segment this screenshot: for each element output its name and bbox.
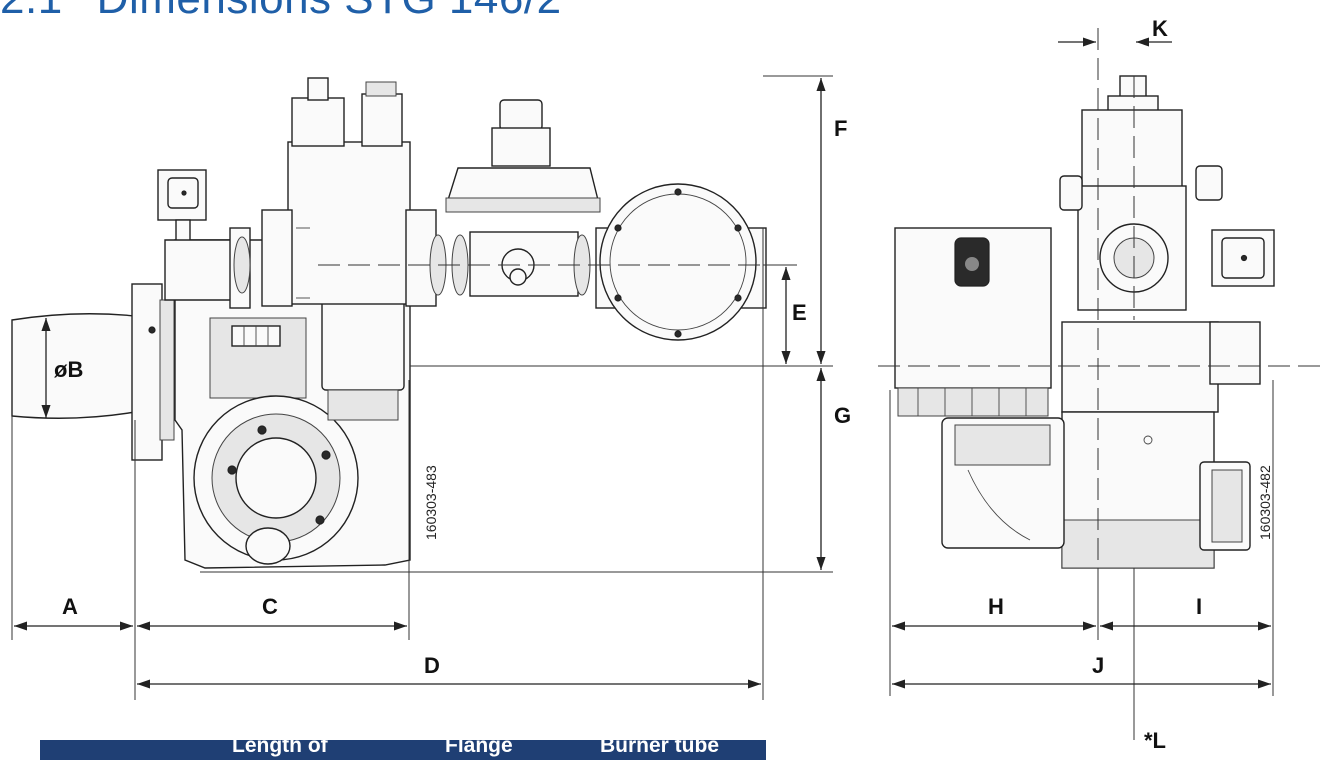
table-header-cell-4: Burner tube (600, 734, 720, 757)
table-header-cell-2: Length of (232, 734, 328, 757)
gas-filter (595, 183, 767, 341)
gas-multibloc (261, 77, 437, 307)
drawing-code-front: 160303-482 (1257, 465, 1273, 540)
label-J: J (1092, 653, 1104, 678)
mounting-flange (131, 283, 163, 461)
solenoid-coil-right (1211, 229, 1275, 287)
label-E: E (792, 300, 807, 325)
label-C: C (262, 594, 278, 619)
section-number: 2.1 (0, 0, 63, 23)
table-header-cell-3: Flange (445, 734, 513, 757)
gas-governor (445, 99, 601, 297)
label-K: K (1152, 16, 1168, 41)
label-H: H (988, 594, 1004, 619)
dimension-table-header: Length of Flange Burner tube (40, 734, 766, 760)
front-view: H I J K *L 160303-482 (878, 16, 1328, 753)
page-title: 2.1 Dimensions STG 146/2 (0, 0, 562, 24)
solenoid-coil-left (157, 169, 241, 301)
section-title: Dimensions STG 146/2 (97, 0, 562, 23)
label-F: F (834, 116, 847, 141)
label-G: G (834, 403, 851, 428)
side-view: A øB C D E F G 160303-483 (11, 75, 851, 700)
label-L: *L (1144, 728, 1166, 753)
fan-housing (1061, 321, 1219, 413)
label-A: A (62, 594, 78, 619)
fan-motor (193, 395, 359, 565)
label-B: øB (54, 357, 83, 382)
gas-valve-front (1059, 75, 1223, 311)
label-D: D (424, 653, 440, 678)
label-I: I (1196, 594, 1202, 619)
drawing-code-side: 160303-483 (423, 465, 439, 540)
